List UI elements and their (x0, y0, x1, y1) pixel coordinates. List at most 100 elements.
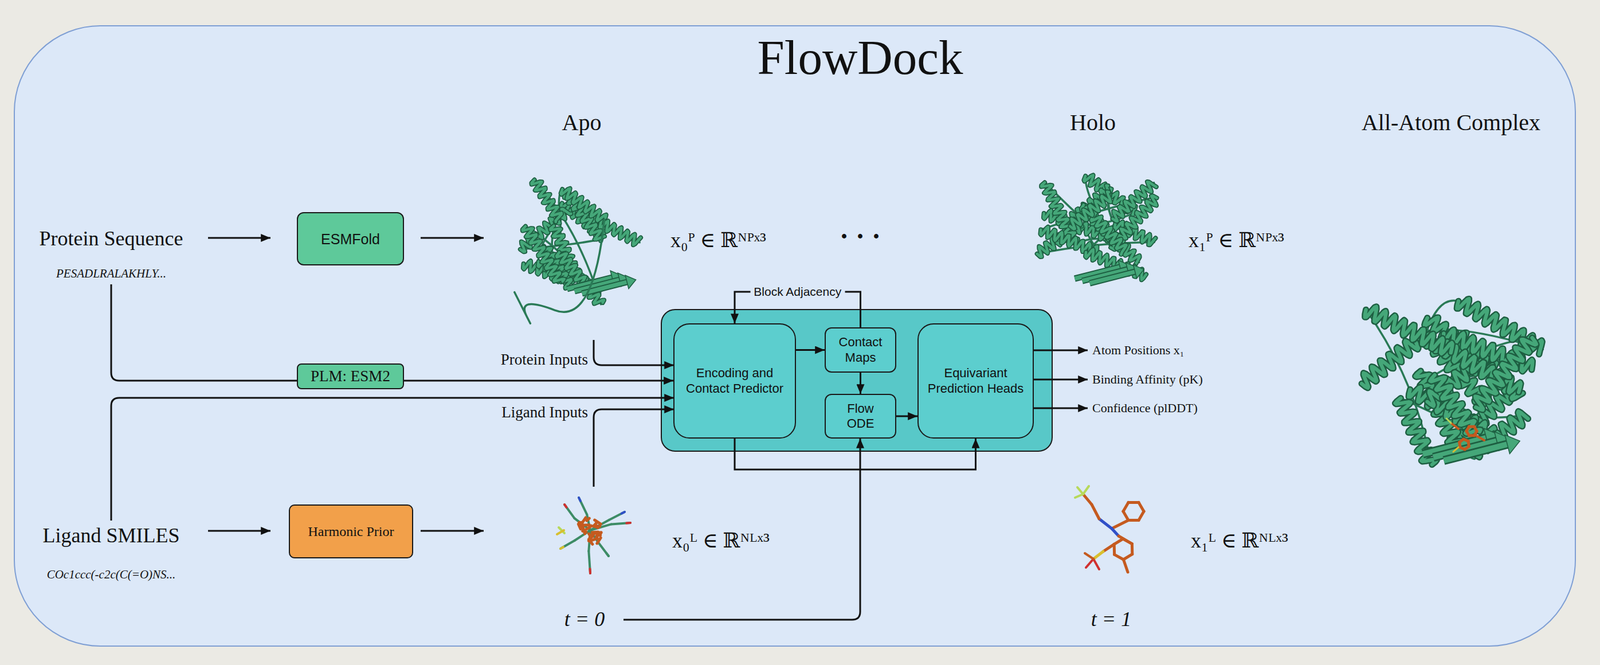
label: Ligand SMILES (42, 523, 180, 548)
bond (560, 540, 575, 549)
process-box: Encoding and Contact Predictor (673, 323, 796, 439)
protein-cartoon (514, 179, 641, 324)
bond (581, 517, 586, 524)
strand-head (1133, 264, 1145, 278)
bond (1083, 493, 1092, 505)
label: x₀ᴾ ∈ ℝᴺᴾˣ³ (670, 228, 767, 253)
bond (582, 530, 587, 532)
bond (1077, 487, 1084, 494)
bond (1451, 422, 1459, 429)
box-text: ESMFold (320, 230, 380, 248)
bond (594, 519, 602, 524)
bond (621, 511, 625, 514)
bond (588, 568, 592, 574)
box-text: Equivariant Prediction Heads (924, 365, 1027, 396)
label: All-Atom Complex (1361, 109, 1541, 136)
arrow (1033, 378, 1088, 381)
arrow (111, 397, 674, 521)
bond (1474, 426, 1478, 431)
label: Protein Sequence (39, 226, 184, 251)
bond (588, 539, 592, 545)
label: PESADLRALAKHLY... (56, 266, 167, 281)
bond (578, 497, 587, 515)
ligand-bound (1075, 485, 1144, 572)
helix (1365, 306, 1453, 354)
connector (896, 415, 918, 418)
helix (1430, 374, 1481, 434)
bond (1123, 502, 1129, 512)
bond (596, 535, 601, 536)
label: Apo (562, 109, 602, 136)
bond (1476, 435, 1485, 441)
arrow (623, 438, 861, 620)
edge-label: Block Adjacency (750, 284, 845, 299)
bond (1128, 518, 1139, 522)
bond (1114, 554, 1124, 560)
helix (1112, 181, 1157, 222)
bond (564, 504, 575, 519)
protein-helices (520, 179, 641, 304)
helix (1112, 181, 1157, 222)
bond (1085, 558, 1094, 568)
label: x₁ᴾ ∈ ℝᴺᴾˣ³ (1188, 228, 1285, 253)
bond (1083, 485, 1089, 494)
strand (1089, 271, 1136, 284)
bond (1093, 551, 1104, 559)
illustrations (514, 175, 1544, 574)
protein-helices (1361, 298, 1543, 465)
bond (626, 521, 631, 524)
protein-cartoon (1037, 175, 1158, 284)
box-text: Encoding and Contact Predictor (679, 365, 791, 396)
process-box: Contact Maps (824, 327, 897, 373)
label: Atom Positions x₁ (1092, 342, 1184, 358)
helix (556, 252, 605, 304)
bond (1075, 493, 1084, 498)
process-box: ESMFold (296, 212, 405, 266)
bond (1123, 511, 1129, 521)
ligand-prior (557, 497, 631, 574)
bond (1111, 520, 1129, 529)
bond (578, 497, 581, 501)
bond (1446, 418, 1452, 423)
helix (1475, 337, 1537, 410)
bond (1084, 553, 1094, 559)
label: Ligand Inputs (501, 403, 588, 422)
label: x₀ᴸ ∈ ℝᴺᴸˣ³ (672, 528, 770, 553)
bond (564, 504, 567, 508)
bond (594, 532, 602, 533)
bond (583, 523, 590, 527)
bond (1111, 528, 1119, 536)
label: Holo (1069, 109, 1116, 136)
bond (589, 534, 594, 536)
arrow (593, 409, 674, 487)
wire (111, 284, 297, 381)
outer-panel (14, 25, 1576, 646)
bond (597, 540, 609, 556)
label: Confidence (plDDT) (1092, 400, 1198, 415)
strand (1089, 271, 1136, 284)
bond (557, 530, 564, 535)
bond (1128, 500, 1139, 504)
arrow (420, 237, 484, 239)
bond (1138, 502, 1144, 512)
strand (1443, 444, 1508, 461)
helix (561, 188, 607, 222)
bond (1093, 558, 1100, 570)
bond (611, 522, 631, 524)
helix (531, 179, 562, 223)
protein-cartoon (1361, 298, 1543, 465)
box-text: PLM: ESM2 (310, 366, 391, 386)
bond (586, 514, 591, 531)
label: Binding Affinity (pK) (1092, 371, 1203, 387)
bond (1118, 535, 1132, 544)
bond (609, 511, 625, 520)
label: · · · (839, 220, 881, 252)
strand-head (1504, 434, 1520, 454)
connector (859, 372, 862, 394)
arrow (208, 530, 271, 532)
bond (1123, 559, 1128, 572)
box-text: Harmonic Prior (308, 523, 395, 540)
ligand-in-complex (1446, 418, 1485, 452)
connector (404, 379, 674, 382)
